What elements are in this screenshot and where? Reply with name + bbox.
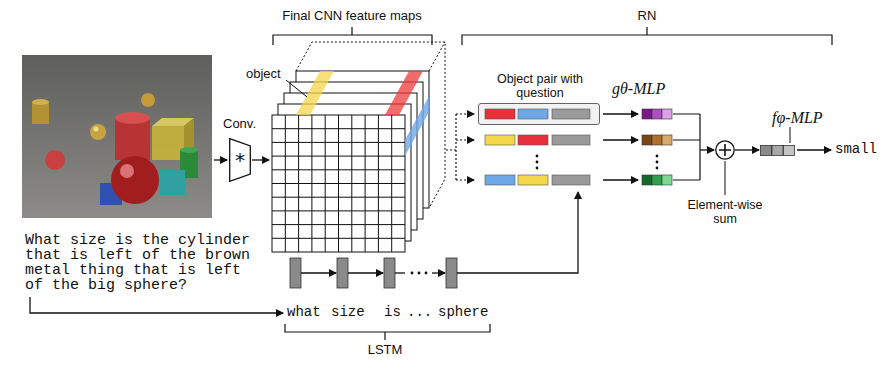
conv-symbol: * — [229, 150, 251, 170]
bracket-label: LSTM — [368, 342, 403, 358]
sum-label: Element-wise sum — [683, 198, 767, 226]
f-mlp-blocks — [760, 145, 796, 156]
sum-circle: Element-wise sum — [715, 140, 735, 160]
object-label: object — [246, 66, 281, 82]
token-word: size — [331, 304, 365, 321]
pair-heading: Object pair with question — [473, 72, 607, 100]
output-answer: small — [835, 141, 877, 158]
conv-label: Conv. — [223, 116, 256, 132]
connector-arrow — [735, 149, 759, 150]
f-mlp-label: fφ-MLP — [772, 109, 823, 127]
token-word: ... — [407, 304, 432, 321]
feature-map-stack — [272, 42, 445, 252]
bracket-label: RN — [638, 8, 657, 24]
pair-box: Object pair with question — [478, 103, 600, 125]
sum-symbol — [715, 140, 735, 160]
scene-image — [22, 55, 212, 218]
question-text: What size is the cylinder that is left o… — [25, 233, 261, 293]
bracket-label: Final CNN feature maps — [282, 8, 421, 24]
f-mlp-output: fφ-MLP — [760, 145, 796, 156]
token-word: what — [287, 304, 321, 321]
token-word: sphere — [438, 304, 488, 321]
pair-blocks — [478, 103, 600, 125]
token-word: is — [384, 304, 401, 321]
conv-trapezoid: Conv.* — [229, 138, 251, 182]
g-mlp-label: gθ-MLP — [612, 80, 665, 98]
